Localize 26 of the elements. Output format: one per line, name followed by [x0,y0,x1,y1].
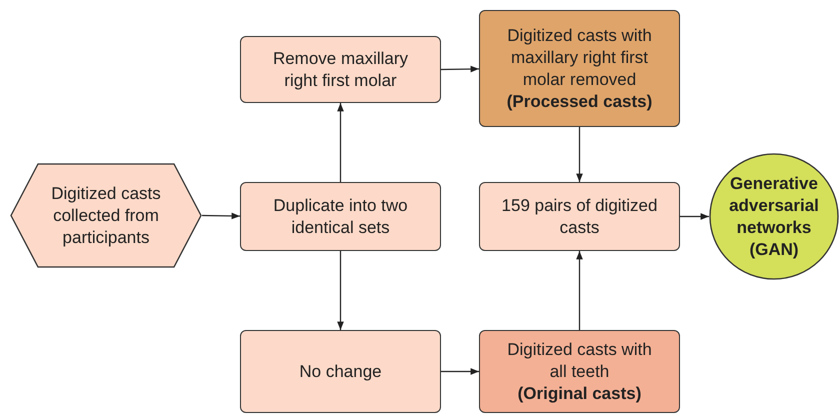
arrow [337,251,344,330]
process-box [479,330,680,413]
process-box [479,182,680,251]
box-text: 159 pairs of digitized casts [500,194,658,238]
arrow [576,251,583,330]
box-text: Generative adversarial networks (GAN) [728,172,820,260]
box-text: No change [299,360,382,382]
arrow [441,66,480,72]
box-subtitle: (Processed casts) [506,90,652,112]
process-box [479,10,680,127]
process-box [240,36,441,103]
arrow [337,103,344,182]
process-box [240,330,441,413]
box-text: Duplicate into two identical sets [272,194,409,238]
box-text: Digitized casts with all teeth [506,338,653,382]
input-hexagon [10,163,202,268]
output-circle [709,153,839,280]
process-box [240,182,441,251]
arrow [576,127,583,182]
box-text: Digitized casts with maxillary right first molar removed [506,24,653,90]
arrow [680,213,709,220]
arrow [441,368,479,375]
box-subtitle: (Original casts) [518,382,642,404]
arrow [202,212,240,220]
box-text: Digitized casts collected from participants [50,182,162,248]
box-text: Remove maxillary right first molar [272,48,410,92]
